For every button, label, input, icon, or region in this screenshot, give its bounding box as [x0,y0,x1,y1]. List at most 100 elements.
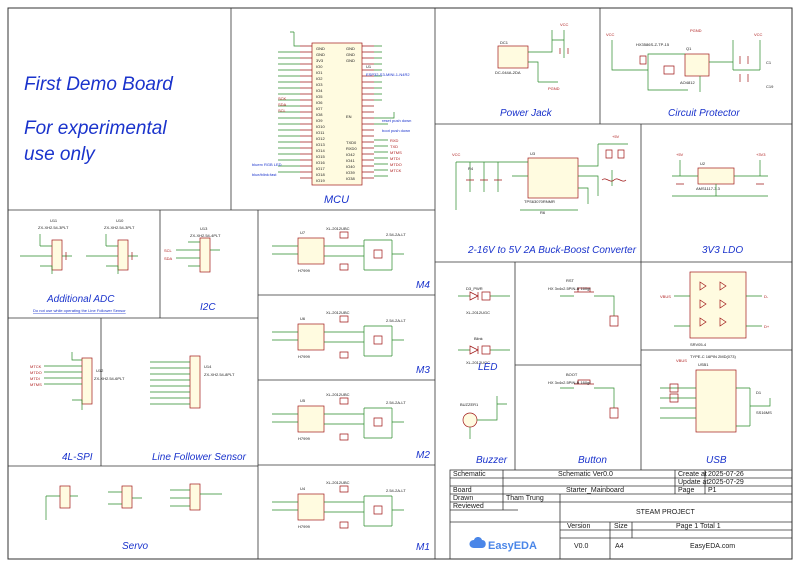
u14-header [189,355,201,409]
servo-header-3 [189,483,201,511]
svg-text:GND: GND [346,46,355,51]
tb-version-label: Version [567,523,590,530]
svg-text:IO38: IO38 [346,176,355,181]
svg-text:D-: D- [764,294,769,299]
section-label-mcu: MCU [324,194,349,206]
d1-part: SS16MS [756,410,772,415]
svg-text:R6: R6 [540,210,546,215]
button-section: RST HX 3x4x2.5PIN-B 160gf BOOT HX 3x4x2.… [548,278,619,419]
section-dividers [8,8,792,559]
svg-text:MTCK: MTCK [30,364,42,369]
tb-page-value: P1 [708,487,717,494]
svg-text:bluerx RGB LED: bluerx RGB LED [252,162,282,167]
svg-text:GND: GND [316,46,325,51]
svg-text:MTMS: MTMS [30,382,42,387]
svg-text:IO7: IO7 [316,106,323,111]
svg-text:IO11: IO11 [316,130,325,135]
u4-designator: U4 [300,486,306,491]
section-label-i2c: I2C [200,302,216,313]
svg-text:IO1: IO1 [316,70,323,75]
svg-text:IO6: IO6 [316,100,323,105]
u5-chip [297,405,325,433]
dc1-jack [497,45,529,69]
bridge-chip [689,271,747,339]
u12-designator: U12 [96,368,104,373]
rst-part: HX 3x4x2.5PIN-B 160gf [548,286,591,291]
svg-text:IO5: IO5 [316,94,323,99]
svg-text:PGND: PGND [548,86,560,91]
u5-designator: U5 [300,398,306,403]
led-section: D3_PWR XL-2012UGC Blink XL-2012UGC [458,286,510,365]
svg-text:IO13: IO13 [316,142,325,147]
servo-header-2 [121,485,133,509]
bridge-part: SRV05-4 [690,342,707,347]
q1-mosfet [684,53,710,77]
svg-text:IO14: IO14 [316,148,325,153]
svg-text:2.54-2A-LT: 2.54-2A-LT [386,400,406,405]
u4-chip [297,493,325,521]
tb-schematic-value: Schematic Ver0.0 [558,471,613,478]
svg-text:D+: D+ [764,324,770,329]
u2-designator: U2 [700,161,706,166]
u13-part-number: ZX-XH2.54-4PLT [190,233,221,238]
svg-text:IO9: IO9 [316,118,323,123]
u11-header [51,239,63,271]
title-block: Schematic Schematic Ver0.0 Create at 202… [449,469,793,560]
section-label-spi: 4L-SPI [62,452,93,463]
section-label-m3: M3 [416,365,430,376]
motor-m3: U6 H7999 XL-2012UBC 2.54-2A-LT [272,310,406,359]
rst-designator: RST [566,278,575,283]
svg-text:IO39: IO39 [346,170,355,175]
d1-designator: D1 [756,390,762,395]
svg-text:IO8: IO8 [316,112,323,117]
svg-text:IO16: IO16 [316,160,325,165]
section-label-buzzer: Buzzer [476,455,508,466]
u7-part-number: H7999 [298,268,311,273]
svg-text:PGND: PGND [690,28,702,33]
svg-text:GND: GND [346,58,355,63]
svg-text:IO2: IO2 [316,76,323,81]
led-pwr-designator: D3_PWR [466,286,483,291]
svg-text:2.54-2A-LT: 2.54-2A-LT [386,232,406,237]
section-label-button: Button [578,455,607,466]
u12-header [81,357,93,405]
svg-text:MTCK: MTCK [390,168,402,173]
u4-part-number: H7999 [298,524,311,529]
dc1-designator: DC1 [500,40,509,45]
sw1-part-number: HX3586S-Z-TP-15 [636,42,670,47]
u10-header [117,239,129,271]
svg-text:IO3: IO3 [316,82,323,87]
led-pwr-part: XL-2012UGC [466,310,490,315]
sheet-frame [7,7,793,560]
svg-text:MTDI: MTDI [390,156,400,161]
tb-drawn-label: Drawn [453,495,473,502]
cloud-icon [469,537,486,548]
svg-text:IO19: IO19 [316,178,325,183]
buzzer-designator: BUZZER1 [460,402,479,407]
u13-designator: U13 [200,226,208,231]
tb-board-value: Starter_Mainboard [566,487,624,494]
tb-size-label: Size [614,523,628,530]
svg-text:boot push down: boot push down [382,128,410,133]
buzzer-section: BUZZER1 [460,396,507,439]
svg-text:IO18: IO18 [316,172,325,177]
svg-text:EN: EN [346,114,352,119]
svg-text:+5V: +5V [612,134,620,139]
section-label-led: LED [478,362,497,373]
svg-text:MTDO: MTDO [390,162,402,167]
q1-designator: Q1 [686,46,692,51]
u6-designator: U6 [300,316,306,321]
u14-part-number: ZX-XH2.54-8PLT [204,372,235,377]
u3-chip [527,157,579,199]
svg-text:C19: C19 [766,84,774,89]
u1-part-number: ESP32-S3-MINI-1-N4R2 [366,72,410,77]
tb-site: EasyEDA.com [690,543,735,550]
svg-text:IO40: IO40 [346,164,355,169]
svg-text:TXD: TXD [390,144,398,149]
svg-text:VCC: VCC [452,152,461,157]
u2-part-number: AMS1117-3.3 [696,186,721,191]
ldo-section: U2 AMS1117-3.3 +5V+3V3 [672,152,768,197]
easyeda-logo-text: EasyEDA [488,540,537,552]
